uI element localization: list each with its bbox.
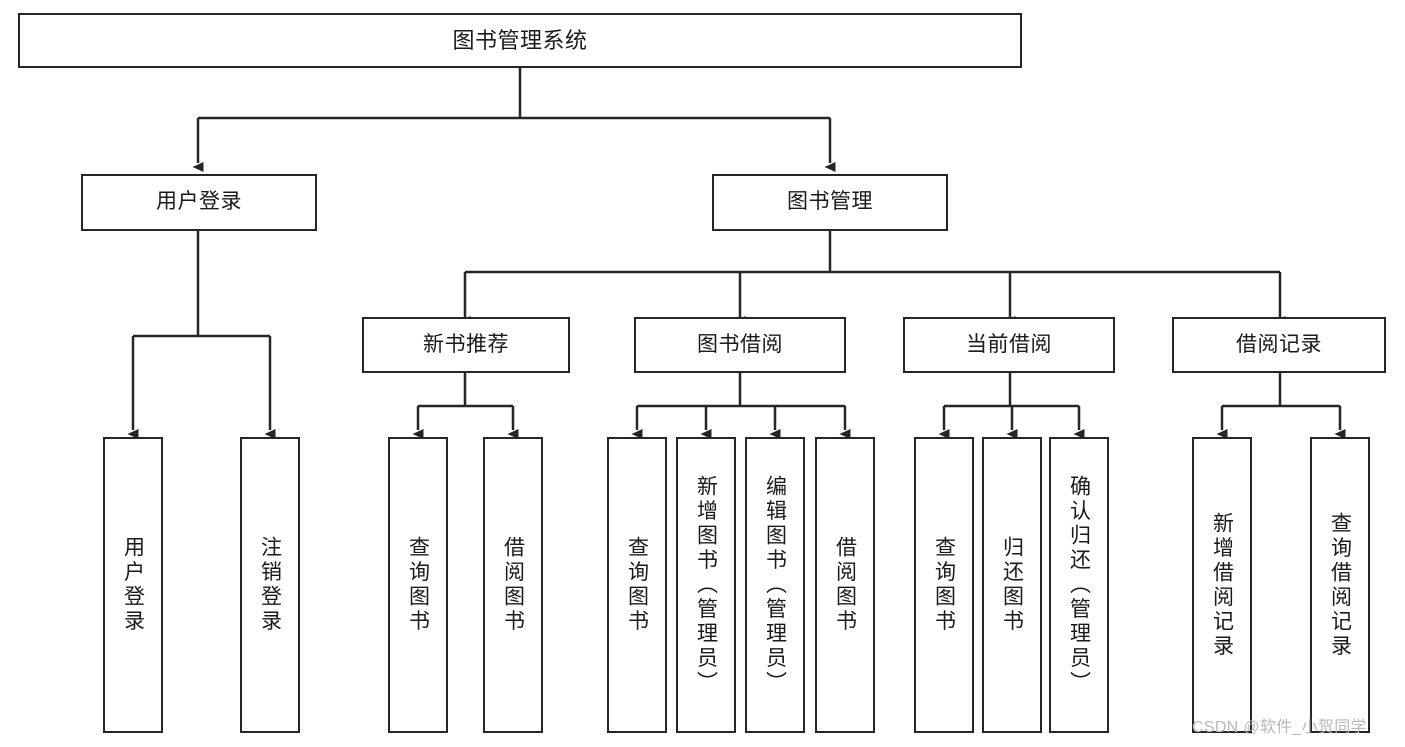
node-label: 编辑图书（管理员） <box>763 474 787 696</box>
node-label: 图书管理系统 <box>452 27 588 53</box>
node-label: 借阅图书 <box>833 536 857 634</box>
node-borrow-record[interactable]: 借阅记录 <box>1172 317 1386 373</box>
node-label: 图书借阅 <box>697 332 783 356</box>
csdn-watermark: CSDN @软件_小贺同学 <box>1192 719 1367 736</box>
node-label: 图书管理 <box>787 190 873 214</box>
leaf-record-add-record[interactable]: 新增借阅记录 <box>1192 437 1252 733</box>
node-label: 借阅记录 <box>1236 332 1322 356</box>
leaf-borrow-edit-book-admin[interactable]: 编辑图书（管理员） <box>745 437 805 733</box>
node-label: 新增借阅记录 <box>1210 511 1234 659</box>
node-label: 借阅图书 <box>501 536 525 634</box>
leaf-current-confirm-return-admin[interactable]: 确认归还（管理员） <box>1049 437 1109 733</box>
leaf-borrow-borrow-book[interactable]: 借阅图书 <box>815 437 875 733</box>
node-book-management[interactable]: 图书管理 <box>712 174 948 231</box>
leaf-recommend-query-book[interactable]: 查询图书 <box>388 437 448 733</box>
leaf-current-return-book[interactable]: 归还图书 <box>982 437 1042 733</box>
leaf-user-login-login[interactable]: 用户登录 <box>103 437 163 733</box>
node-label: 查询图书 <box>406 536 430 634</box>
node-label: 新增图书（管理员） <box>694 474 718 696</box>
node-label: 查询图书 <box>625 536 649 634</box>
node-current-borrow[interactable]: 当前借阅 <box>903 317 1115 373</box>
node-label: 用户登录 <box>121 536 145 634</box>
node-label: 当前借阅 <box>966 332 1052 356</box>
leaf-current-query-book[interactable]: 查询图书 <box>914 437 974 733</box>
leaf-record-query-record[interactable]: 查询借阅记录 <box>1310 437 1370 733</box>
leaf-borrow-query-book[interactable]: 查询图书 <box>607 437 667 733</box>
node-label: 新书推荐 <box>423 332 509 356</box>
node-user-login[interactable]: 用户登录 <box>81 174 317 231</box>
leaf-recommend-borrow-book[interactable]: 借阅图书 <box>483 437 543 733</box>
node-label: 确认归还（管理员） <box>1067 474 1091 696</box>
node-book-borrow[interactable]: 图书借阅 <box>634 317 846 373</box>
leaf-user-login-logout[interactable]: 注销登录 <box>240 437 300 733</box>
node-label: 查询图书 <box>932 536 956 634</box>
node-root-system[interactable]: 图书管理系统 <box>18 13 1022 68</box>
leaf-borrow-add-book-admin[interactable]: 新增图书（管理员） <box>676 437 736 733</box>
node-label: 查询借阅记录 <box>1328 511 1352 659</box>
node-label: 归还图书 <box>1000 536 1024 634</box>
node-label: 用户登录 <box>156 190 242 214</box>
node-label: 注销登录 <box>258 536 282 634</box>
node-new-book-recommend[interactable]: 新书推荐 <box>362 317 570 373</box>
